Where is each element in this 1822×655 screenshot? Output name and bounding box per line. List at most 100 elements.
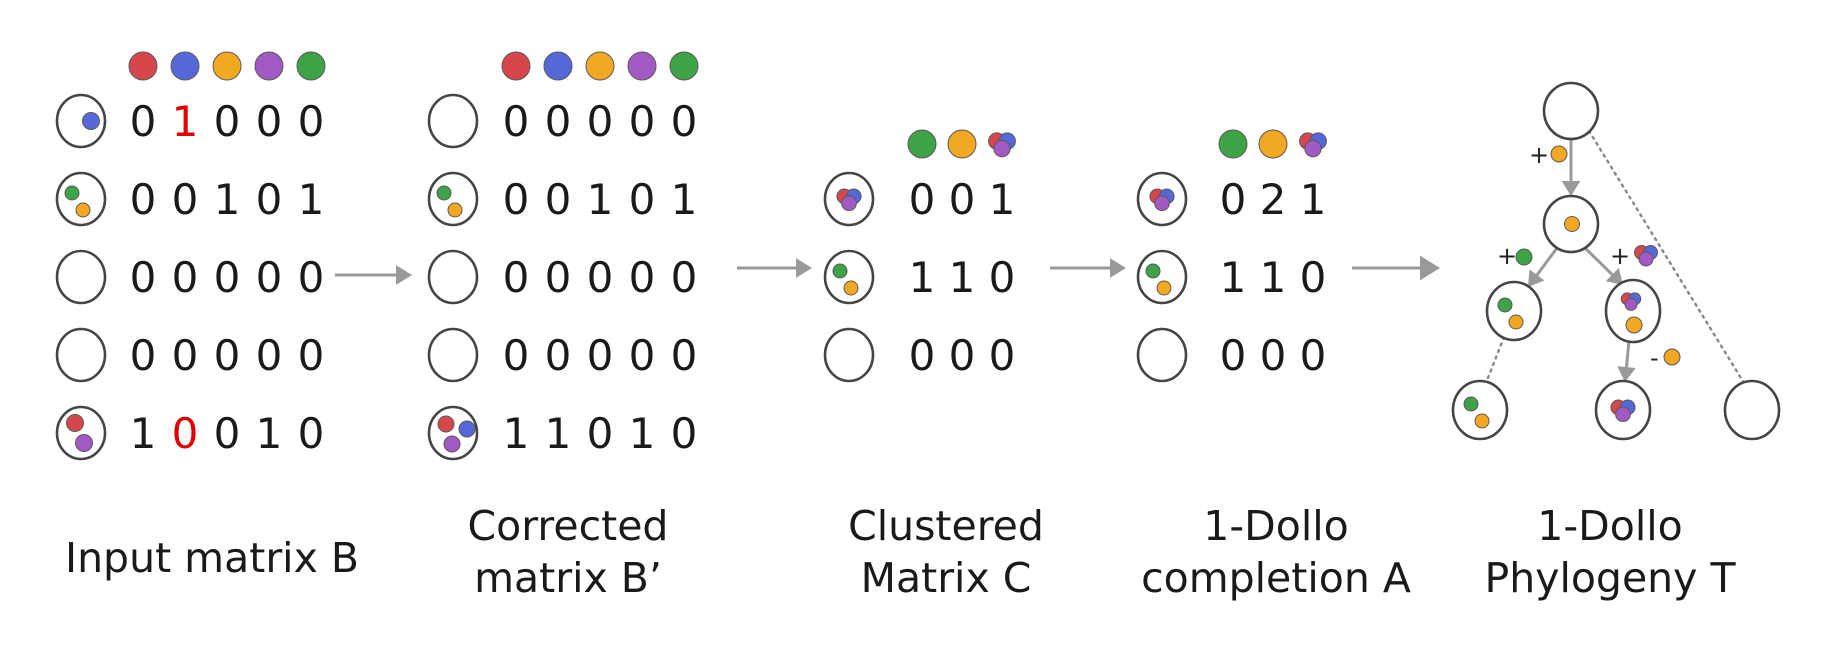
matrix-entry: 0 bbox=[298, 331, 325, 380]
cell-outline bbox=[1542, 81, 1600, 141]
green-marker bbox=[832, 263, 848, 279]
matrix-entry: 0 bbox=[629, 331, 656, 380]
matrix-entry: 0 bbox=[671, 409, 698, 458]
matrix-entry: 0 bbox=[503, 331, 530, 380]
red-marker bbox=[66, 414, 84, 432]
cell-1 bbox=[1136, 249, 1188, 305]
matrix-entry: 0 bbox=[1260, 331, 1287, 380]
cell-outline bbox=[1485, 280, 1543, 342]
matrix-entry: 0 bbox=[172, 175, 199, 224]
cell-outline bbox=[427, 327, 479, 383]
cell-outline bbox=[55, 171, 107, 227]
orange-marker bbox=[1508, 314, 1524, 330]
cell-3 bbox=[55, 327, 107, 383]
green-marker bbox=[64, 185, 80, 201]
cell-outline bbox=[55, 93, 107, 149]
purple-marker bbox=[75, 434, 93, 452]
green-marker bbox=[296, 51, 326, 81]
matrix-entry: 0 bbox=[545, 175, 572, 224]
matrix-entry: 0 bbox=[587, 331, 614, 380]
matrix-entry: 1 bbox=[989, 175, 1016, 224]
matrix-entry: 0 bbox=[629, 97, 656, 146]
blue-marker bbox=[543, 51, 573, 81]
matrix-entry: 0 bbox=[671, 331, 698, 380]
dotted-edge bbox=[1587, 129, 1746, 385]
orange-marker bbox=[843, 280, 859, 296]
orange-marker bbox=[1564, 216, 1580, 232]
orange-marker bbox=[1550, 145, 1568, 163]
matrix-entry: 0 bbox=[130, 253, 157, 302]
red-marker bbox=[128, 51, 158, 81]
tree-leaf bbox=[1723, 379, 1781, 441]
matrix-entry: 0 bbox=[298, 253, 325, 302]
orange-marker bbox=[1156, 280, 1172, 296]
matrix-entry: 0 bbox=[172, 331, 199, 380]
green-marker bbox=[1145, 263, 1161, 279]
matrix-entry: 0 bbox=[545, 331, 572, 380]
green-marker bbox=[1218, 129, 1248, 159]
matrix-entry: 0 bbox=[629, 175, 656, 224]
purple-marker bbox=[1615, 406, 1631, 423]
cell-circles bbox=[55, 51, 1781, 461]
cluster-marker bbox=[1299, 132, 1327, 158]
cell-4 bbox=[427, 405, 479, 461]
matrix-entry: 0 bbox=[214, 331, 241, 380]
blue-marker bbox=[458, 420, 476, 438]
cell-1 bbox=[55, 171, 107, 227]
cell-outline bbox=[55, 249, 107, 305]
edge-sign: - bbox=[1650, 344, 1659, 372]
orange-marker bbox=[212, 51, 242, 81]
cell-outline bbox=[1604, 278, 1662, 344]
orange-marker bbox=[585, 51, 615, 81]
cell-2 bbox=[55, 249, 107, 305]
cluster-marker bbox=[836, 188, 862, 212]
red-marker bbox=[437, 415, 455, 433]
arrowhead-icon bbox=[1420, 255, 1440, 281]
matrix-entry: 0 bbox=[671, 97, 698, 146]
matrix-entry: 0 bbox=[629, 253, 656, 302]
caption-line: Matrix C bbox=[861, 554, 1032, 602]
matrix-entry: 1 bbox=[671, 175, 698, 224]
edge-sign: + bbox=[1610, 242, 1630, 270]
matrix-entry: 0 bbox=[545, 253, 572, 302]
cell-outline bbox=[427, 93, 479, 149]
cell-2 bbox=[1136, 327, 1188, 383]
matrix-entry: 1 bbox=[909, 253, 936, 302]
cluster-marker bbox=[1634, 245, 1658, 267]
cluster-marker bbox=[1610, 399, 1636, 423]
caption-line: Corrected bbox=[468, 502, 669, 550]
matrix-entry: 0 bbox=[587, 409, 614, 458]
matrix-entry: 0 bbox=[1220, 175, 1247, 224]
matrix-entry: 1 bbox=[1220, 253, 1247, 302]
matrix-entry: 0 bbox=[1300, 331, 1327, 380]
matrix-entry: 0 bbox=[130, 97, 157, 146]
cell-4 bbox=[55, 405, 107, 461]
arrow-shaft bbox=[1583, 246, 1614, 276]
matrix-entry: 1 bbox=[545, 409, 572, 458]
flow-arrows bbox=[335, 139, 1636, 382]
matrix-entry: 1 bbox=[503, 409, 530, 458]
green-marker bbox=[907, 129, 937, 159]
purple-marker bbox=[254, 51, 284, 81]
tree-leaf bbox=[1451, 379, 1509, 441]
orange-marker bbox=[947, 129, 977, 159]
matrix-entry-flipped: 1 bbox=[172, 97, 199, 146]
orange-marker bbox=[1625, 316, 1643, 334]
matrix-entry: 0 bbox=[503, 175, 530, 224]
dotted-edge bbox=[1484, 335, 1506, 385]
cell-outline bbox=[823, 327, 875, 383]
matrix-entry-flipped: 0 bbox=[172, 409, 199, 458]
matrix-entry: 0 bbox=[587, 253, 614, 302]
matrix-entry: 1 bbox=[629, 409, 656, 458]
flow-arrow bbox=[737, 258, 812, 278]
matrix-entry: 2 bbox=[1260, 175, 1287, 224]
arrow-shaft bbox=[1535, 247, 1559, 276]
tree-node-internal bbox=[1604, 278, 1662, 344]
orange-marker bbox=[1663, 348, 1681, 366]
caption-line: 1-Dollo bbox=[1537, 502, 1682, 550]
tree-edge-arrow bbox=[1528, 247, 1559, 287]
cell-outline bbox=[1136, 249, 1188, 305]
